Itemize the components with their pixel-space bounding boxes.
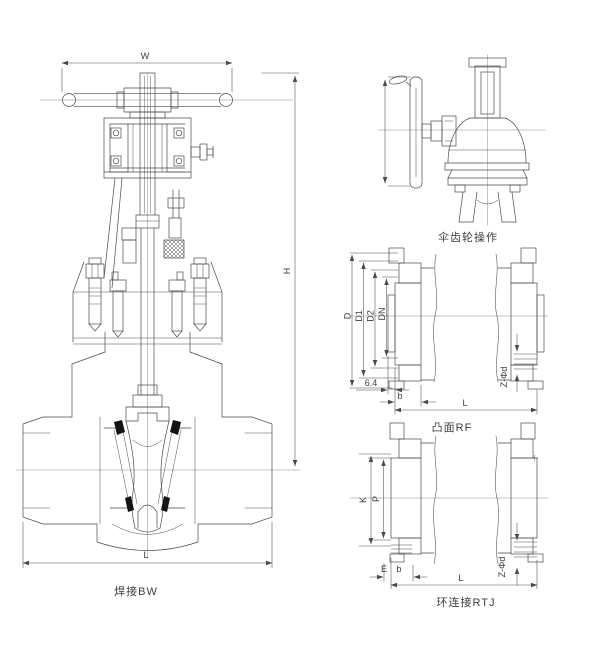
dim-label-rf-bolt: Z-Φd	[499, 367, 509, 388]
yoke-nut-hub	[116, 87, 179, 119]
dim-label-e: E	[381, 564, 387, 574]
gear-operator-view	[377, 54, 546, 226]
gear-handwheel	[388, 75, 423, 189]
rtj-flange-view	[349, 422, 549, 590]
grease-fitting	[190, 143, 214, 161]
dim-label-l-main: L	[143, 550, 148, 560]
wedge-gate	[103, 384, 192, 533]
valve-body	[22, 331, 273, 551]
dim-label-rtj-b: b	[396, 564, 401, 574]
seat-seals	[114, 420, 181, 512]
caption-rtj: 环连接RTJ	[437, 596, 496, 609]
rf-left-flange	[387, 247, 437, 390]
caption-rf: 凸面RF	[432, 422, 473, 434]
dim-label-rtj-bolt: Z-Φd	[497, 557, 507, 578]
gear-dimension	[382, 76, 411, 187]
rtj-left-flange	[389, 422, 437, 565]
bonnet-studs	[85, 257, 210, 338]
dim-label-rf-l: L	[462, 398, 467, 408]
dim-label-rf-b: b	[397, 391, 402, 401]
gearbox	[444, 117, 530, 193]
rf-flange-view	[349, 247, 549, 415]
main-valve-view	[15, 60, 301, 569]
bonnet	[72, 261, 223, 345]
yoke-legs	[103, 177, 123, 289]
dim-label-w: W	[141, 51, 150, 61]
dim-label-k: K	[358, 497, 368, 503]
rtj-right-flange	[495, 422, 544, 565]
dim-label-dn: DN	[377, 308, 387, 321]
dim-label-d2: D2	[366, 310, 376, 322]
caption-gear-operator: 伞齿轮操作	[438, 230, 498, 244]
dim-label-p: P	[371, 496, 381, 502]
yoke-housing	[103, 117, 192, 179]
handwheel-bar	[62, 93, 233, 107]
centerlines	[15, 72, 301, 559]
dim-label-h: H	[282, 268, 292, 275]
caption-bw-weld: 焊接BW	[114, 584, 158, 598]
dim-label-d1: D1	[354, 310, 364, 322]
packing-gland	[121, 189, 185, 264]
stem	[139, 72, 156, 396]
rtj-dimensions	[358, 453, 538, 590]
rf-dimensions	[349, 252, 538, 415]
stem-column	[468, 57, 507, 119]
dim-label-d: D	[343, 312, 353, 319]
dim-label-rf-height: 6.4	[365, 378, 378, 388]
gear-input-shaft	[421, 115, 457, 147]
main-dimensions	[22, 60, 300, 569]
dim-label-rtj-l: L	[458, 573, 463, 583]
gear-yoke-legs	[458, 191, 517, 223]
rf-right-flange	[495, 247, 545, 390]
